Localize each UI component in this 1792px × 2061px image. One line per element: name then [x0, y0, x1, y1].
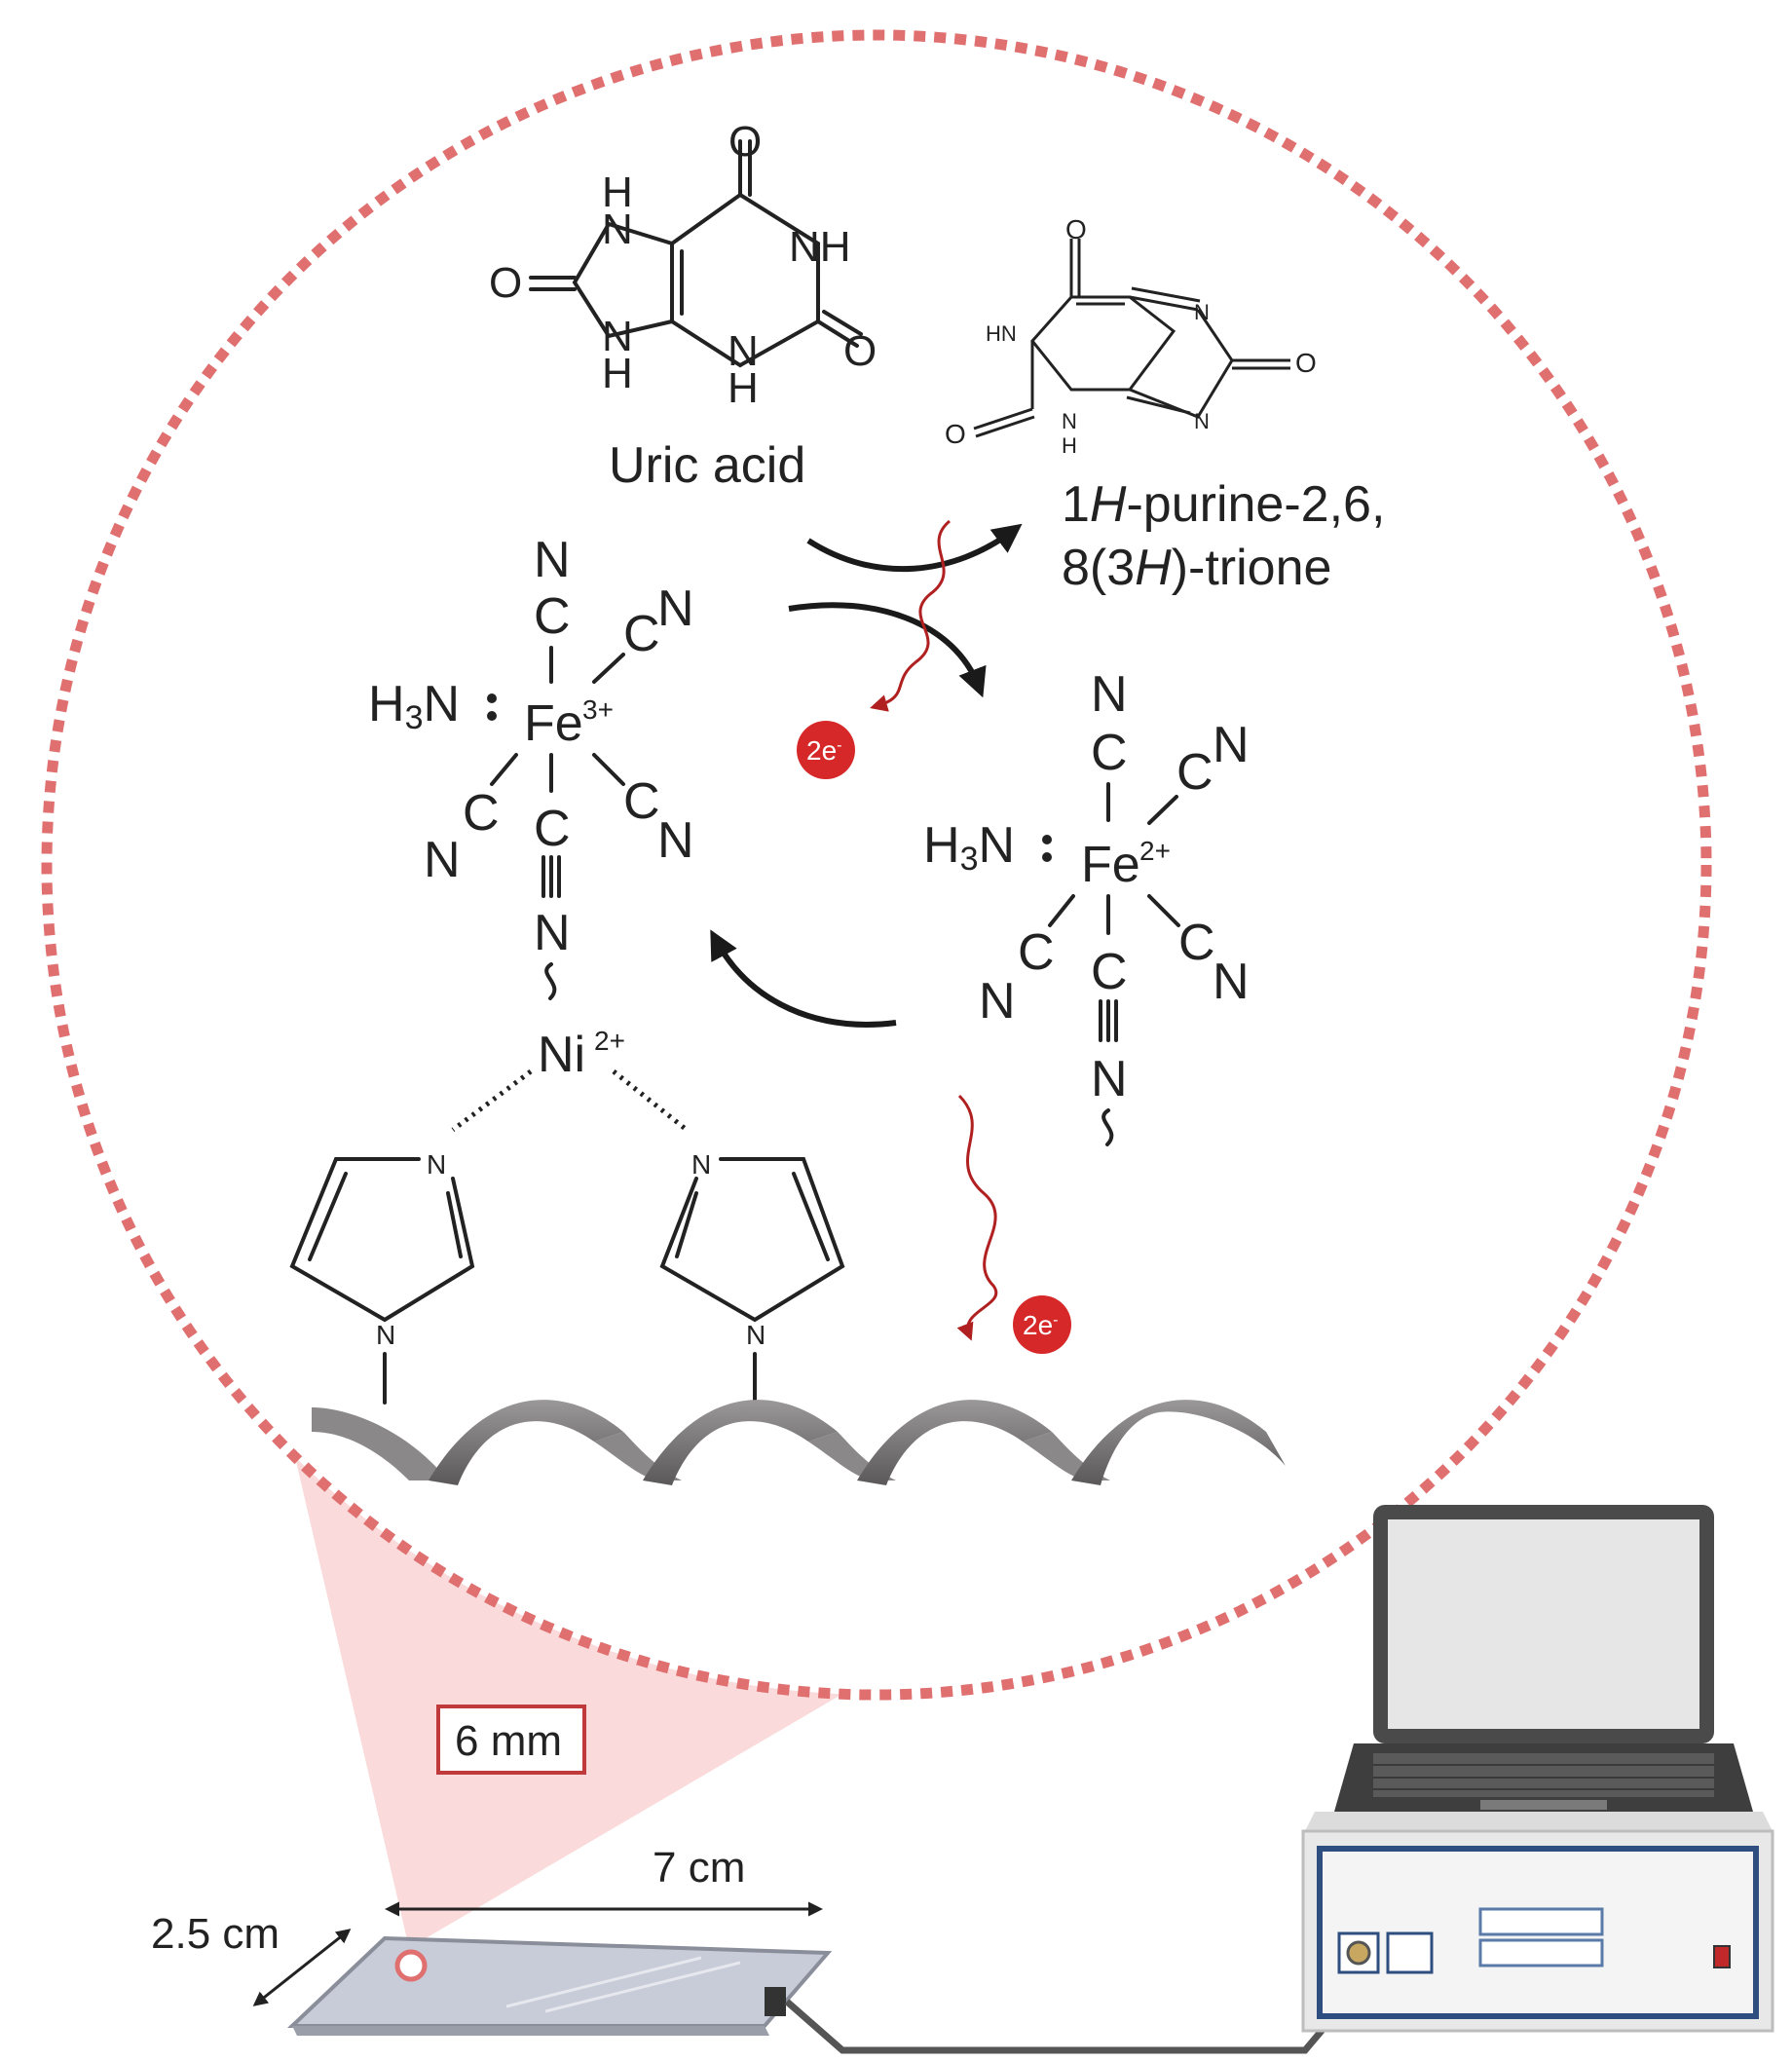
- reoxidation-arrow: [710, 929, 897, 1028]
- svg-text:C: C: [1018, 924, 1055, 981]
- uric-nh-1: NH: [789, 223, 851, 271]
- polymer-helix: [312, 1400, 1286, 1485]
- svg-text:N: N: [657, 581, 694, 637]
- svg-text:C: C: [623, 773, 660, 830]
- ni-imidazole-complex: Ni 2+ N N N N: [289, 1026, 845, 1405]
- product-o-top: O: [1065, 214, 1087, 244]
- product-h: H: [1062, 433, 1077, 458]
- potentiostat-icon: [1301, 1812, 1774, 2033]
- uric-o-right: O: [843, 327, 877, 375]
- product-label-line1: 1H-purine-2,6,: [1062, 476, 1385, 533]
- uric-acid-label: Uric acid: [609, 437, 805, 494]
- size-2p5cm-label: 2.5 cm: [151, 1910, 280, 1958]
- svg-text:C: C: [1176, 744, 1213, 801]
- product-n-h: N: [1062, 409, 1077, 433]
- svg-text:N: N: [427, 1149, 446, 1180]
- product-o-left: O: [945, 419, 966, 449]
- uric-n-7: N: [602, 206, 633, 253]
- uric-acid-structure: O H N NH O N H N H O: [489, 118, 877, 412]
- fe3-complex: N C Fe 3+ H3N C N C N C N C N: [368, 532, 694, 1000]
- connection-cable: [784, 1984, 1362, 2054]
- svg-text:Ni: Ni: [538, 1027, 585, 1083]
- uric-o-left: O: [489, 259, 522, 307]
- svg-text:2+: 2+: [1139, 836, 1171, 866]
- svg-text:C: C: [534, 801, 571, 857]
- svg-text:N: N: [424, 832, 461, 888]
- svg-text:3+: 3+: [582, 694, 614, 725]
- svg-text:H3N: H3N: [923, 817, 1015, 878]
- reduction-arrow-top: [788, 602, 987, 698]
- uric-h-top: H: [602, 169, 633, 216]
- product-structure: O HN N N O N H O: [945, 214, 1317, 458]
- svg-text:N: N: [1213, 954, 1250, 1010]
- svg-text:N: N: [691, 1149, 711, 1180]
- svg-text:2+: 2+: [594, 1026, 625, 1056]
- oxidation-arrow: [806, 523, 1023, 573]
- uric-n-9: N: [602, 313, 633, 360]
- uric-n-3: N: [728, 327, 759, 375]
- svg-text:N: N: [1091, 1051, 1128, 1107]
- svg-text:C: C: [463, 785, 500, 842]
- svg-text:C: C: [1091, 944, 1128, 1000]
- svg-text:N: N: [657, 812, 694, 869]
- dimension-2p5cm: [252, 1929, 352, 2006]
- svg-text:N: N: [1091, 666, 1128, 723]
- svg-text:Fe: Fe: [1081, 837, 1140, 893]
- svg-text:C: C: [623, 606, 660, 662]
- svg-text:C: C: [1091, 725, 1128, 781]
- zoom-circle: [41, 29, 1712, 1701]
- electron-wave-2: [956, 1094, 998, 1341]
- electron-icon: 2e-: [1013, 1295, 1071, 1354]
- svg-text:C: C: [534, 588, 571, 645]
- product-n-a: N: [1194, 300, 1210, 324]
- electron-icon: 2e-: [797, 721, 855, 779]
- product-n-b: N: [1194, 409, 1210, 433]
- fe2-complex: N C Fe 2+ H3N C N C N C N C N: [923, 666, 1250, 1146]
- svg-text:N: N: [534, 532, 571, 588]
- product-o-right: O: [1295, 348, 1317, 378]
- size-6mm-label: 6 mm: [455, 1717, 562, 1765]
- uric-h-9: H: [602, 350, 633, 397]
- laptop-icon: [1334, 1505, 1753, 1812]
- electrode-strip-icon: [286, 1935, 833, 2036]
- svg-text:N: N: [979, 973, 1016, 1030]
- svg-text:N: N: [376, 1320, 395, 1350]
- svg-text:2e-: 2e-: [1023, 1310, 1058, 1340]
- product-hn: HN: [986, 321, 1017, 346]
- svg-text:C: C: [1178, 915, 1215, 971]
- uric-o-top: O: [728, 118, 762, 166]
- svg-text:N: N: [534, 905, 571, 961]
- size-7cm-label: 7 cm: [653, 1844, 745, 1892]
- svg-text:N: N: [1213, 717, 1250, 773]
- svg-text:N: N: [746, 1320, 765, 1350]
- size-box-6mm: [436, 1705, 586, 1775]
- electron-wave-1: [870, 519, 951, 712]
- svg-text:2e-: 2e-: [806, 735, 841, 766]
- svg-text:Fe: Fe: [524, 695, 583, 752]
- svg-text:H3N: H3N: [368, 676, 460, 736]
- product-label-line2: 8(3H)-trione: [1062, 540, 1331, 596]
- uric-h-3: H: [728, 364, 759, 412]
